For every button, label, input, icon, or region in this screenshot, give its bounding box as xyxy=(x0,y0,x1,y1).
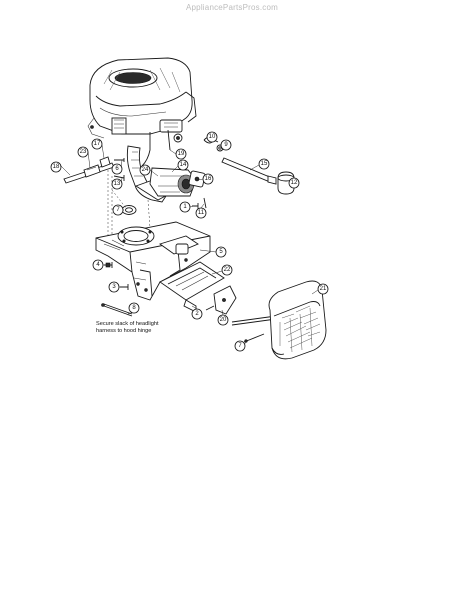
callout-10: 10 xyxy=(206,131,218,143)
callout-21: 21 xyxy=(317,283,329,295)
callout-9: 9 xyxy=(220,139,232,151)
svg-text:5: 5 xyxy=(219,249,223,255)
svg-text:3: 3 xyxy=(112,284,116,290)
svg-text:11: 11 xyxy=(198,210,205,216)
svg-text:10: 10 xyxy=(209,134,216,140)
svg-text:22: 22 xyxy=(224,267,231,273)
callout-15: 15 xyxy=(258,158,270,170)
callout-18: 18 xyxy=(50,161,62,173)
svg-text:7: 7 xyxy=(238,343,242,349)
callout-14: 14 xyxy=(177,159,189,171)
callout-8: 8 xyxy=(128,302,140,314)
svg-text:7: 7 xyxy=(116,207,120,213)
axle-rod-left xyxy=(63,156,115,184)
svg-text:15: 15 xyxy=(261,161,268,167)
svg-text:21: 21 xyxy=(320,286,327,292)
callout-17: 17 xyxy=(91,138,103,150)
callout-1: 1 xyxy=(179,201,191,213)
svg-text:16: 16 xyxy=(205,176,212,182)
svg-text:2: 2 xyxy=(195,311,199,317)
callout-3: 3 xyxy=(108,281,120,293)
callout-5: 5 xyxy=(215,246,227,258)
harness-note-line1: Secure slack of headlight xyxy=(96,321,159,327)
callout-24: 24 xyxy=(139,164,151,176)
callout-13: 13 xyxy=(111,178,123,190)
watermark-text: AppliancePartsPros.com xyxy=(186,3,278,12)
frame-chassis xyxy=(95,221,211,301)
svg-text:20: 20 xyxy=(220,317,227,323)
callout-16: 16 xyxy=(202,173,214,185)
hinge-plate xyxy=(205,285,237,315)
alignment-lines xyxy=(107,170,151,252)
callout-2: 2 xyxy=(191,308,203,320)
hood-pivot-rod xyxy=(231,315,277,343)
bolts-frame xyxy=(104,262,129,290)
hood-hinge-bracket xyxy=(159,261,225,313)
svg-text:8: 8 xyxy=(132,305,136,311)
svg-text:13: 13 xyxy=(114,181,121,187)
hood-grille xyxy=(268,280,327,360)
callout-23: 23 xyxy=(77,146,89,158)
harness-note-line2: harness to hood hinge xyxy=(96,328,152,334)
engine xyxy=(87,57,197,167)
svg-text:14: 14 xyxy=(180,162,187,168)
callout-7b: 7 xyxy=(234,340,246,352)
callout-20: 20 xyxy=(217,314,229,326)
axle-rod-right xyxy=(221,157,295,195)
svg-text:6: 6 xyxy=(115,166,119,172)
svg-text:4: 4 xyxy=(96,262,100,268)
callout-12: 12 xyxy=(288,177,300,189)
harness-note: Secure slack of headlight harness to hoo… xyxy=(96,321,159,335)
bolts-engine xyxy=(113,158,207,209)
ring-gasket xyxy=(121,205,137,215)
svg-text:1: 1 xyxy=(183,204,187,210)
callout-19: 19 xyxy=(175,148,187,160)
exhaust-pipe-assembly xyxy=(126,145,197,203)
svg-text:12: 12 xyxy=(291,180,298,186)
svg-text:17: 17 xyxy=(94,141,101,147)
callout-11: 11 xyxy=(195,207,207,219)
svg-text:24: 24 xyxy=(142,167,149,173)
callout-7: 7 xyxy=(112,204,124,216)
svg-text:19: 19 xyxy=(178,151,185,157)
svg-text:9: 9 xyxy=(224,142,228,148)
harness-cable-tie xyxy=(101,303,133,317)
svg-text:23: 23 xyxy=(80,149,87,155)
svg-text:18: 18 xyxy=(53,164,60,170)
callout-22: 22 xyxy=(221,264,233,276)
callout-6: 6 xyxy=(111,163,123,175)
callout-4: 4 xyxy=(92,259,104,271)
